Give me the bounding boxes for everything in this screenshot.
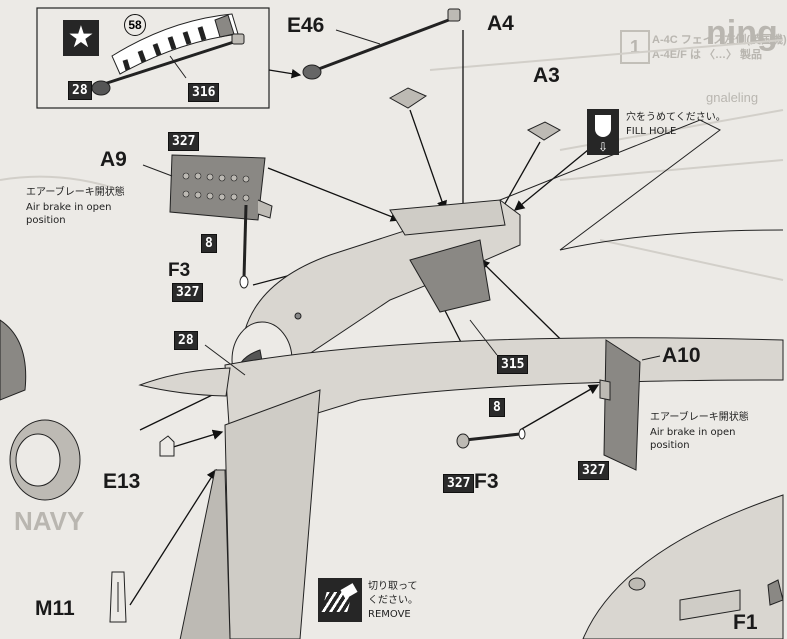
airbrake-left-note-en2: position <box>26 215 66 226</box>
airbrake-left-note-en1: Air brake in open <box>26 202 112 213</box>
badge-a10-code: 327 <box>578 461 610 480</box>
actuator-f3-lower-drawing <box>456 428 526 449</box>
badge-f3-upper-bottom: 327 <box>172 283 204 302</box>
inset-pointer <box>268 68 302 79</box>
badge-nose: 28 <box>174 331 198 350</box>
star-icon: ★ <box>63 20 99 56</box>
inset-leader <box>169 55 187 79</box>
panel-a4-drawing <box>388 87 428 109</box>
inset-badge-right: 316 <box>188 83 220 102</box>
label-a9: A9 <box>100 148 127 171</box>
airbrake-right-note-en2: position <box>650 440 690 451</box>
label-f3-lower: F3 <box>474 470 499 493</box>
drop-tank-drawing <box>582 494 784 639</box>
a9-leader <box>142 164 173 177</box>
label-e13: E13 <box>103 470 141 493</box>
inset-tailhook-drawing <box>91 33 245 96</box>
remove-note-en: REMOVE <box>368 609 411 620</box>
upper-wing-outline <box>499 119 721 251</box>
label-m11: M11 <box>35 597 75 620</box>
show-through-fragment-2: gnaleling <box>706 90 759 105</box>
airbrake-right-note-en1: Air brake in open <box>650 427 736 438</box>
show-through-step-box: 1 <box>620 30 650 64</box>
show-through-fragment-3: NAVY <box>14 506 85 536</box>
label-f3-upper: F3 <box>168 260 191 281</box>
label-a3: A3 <box>533 64 560 87</box>
badge-f3-lower-top: 8 <box>489 398 505 417</box>
circled-code: 58 <box>124 14 146 36</box>
striped-decal-drawing <box>111 13 239 75</box>
engine-intake-drawing <box>0 319 81 501</box>
label-a10: A10 <box>662 344 701 367</box>
part-e13-drawing <box>159 435 175 457</box>
fill-hole-note-jp: 穴をうめてください。 <box>626 112 726 123</box>
airbrake-a9-drawing <box>169 154 273 221</box>
cut-remove-icon <box>318 578 362 622</box>
label-e46: E46 <box>287 14 325 37</box>
actuator-f3-upper-drawing <box>239 204 249 289</box>
badge-bay: 315 <box>497 355 529 374</box>
inset-box <box>36 7 270 109</box>
assembly-arrows <box>129 30 601 606</box>
airbrake-a10-drawing <box>599 339 641 471</box>
wing-drawing <box>138 337 784 639</box>
remove-note-jp-2: ください。 <box>368 595 418 606</box>
remove-note-jp-1: 切り取って <box>368 581 418 592</box>
fill-hole-icon: ⇩ <box>587 109 619 155</box>
airbrake-right-note-jp: エアーブレーキ開状態 <box>650 412 749 423</box>
airbrake-left-note-jp: エアーブレーキ開状態 <box>26 187 125 198</box>
bay-leader <box>469 319 498 356</box>
show-through-header-2: A-4E/F は 〈…〉 製品 <box>652 49 763 61</box>
a10-leader <box>641 355 661 361</box>
badge-f3-upper-top: 8 <box>201 234 217 253</box>
panel-a3-drawing <box>526 121 561 141</box>
badge-a9-code: 327 <box>168 132 200 151</box>
label-f1: F1 <box>733 611 758 634</box>
fill-hole-note-en: FILL HOLE <box>626 126 677 137</box>
inset-badge-left: 28 <box>68 81 92 100</box>
badge-f3-lower-left: 327 <box>443 474 475 493</box>
tailhook-e46-drawing <box>302 8 461 80</box>
label-a4: A4 <box>487 12 514 35</box>
nose-leader <box>204 344 246 376</box>
